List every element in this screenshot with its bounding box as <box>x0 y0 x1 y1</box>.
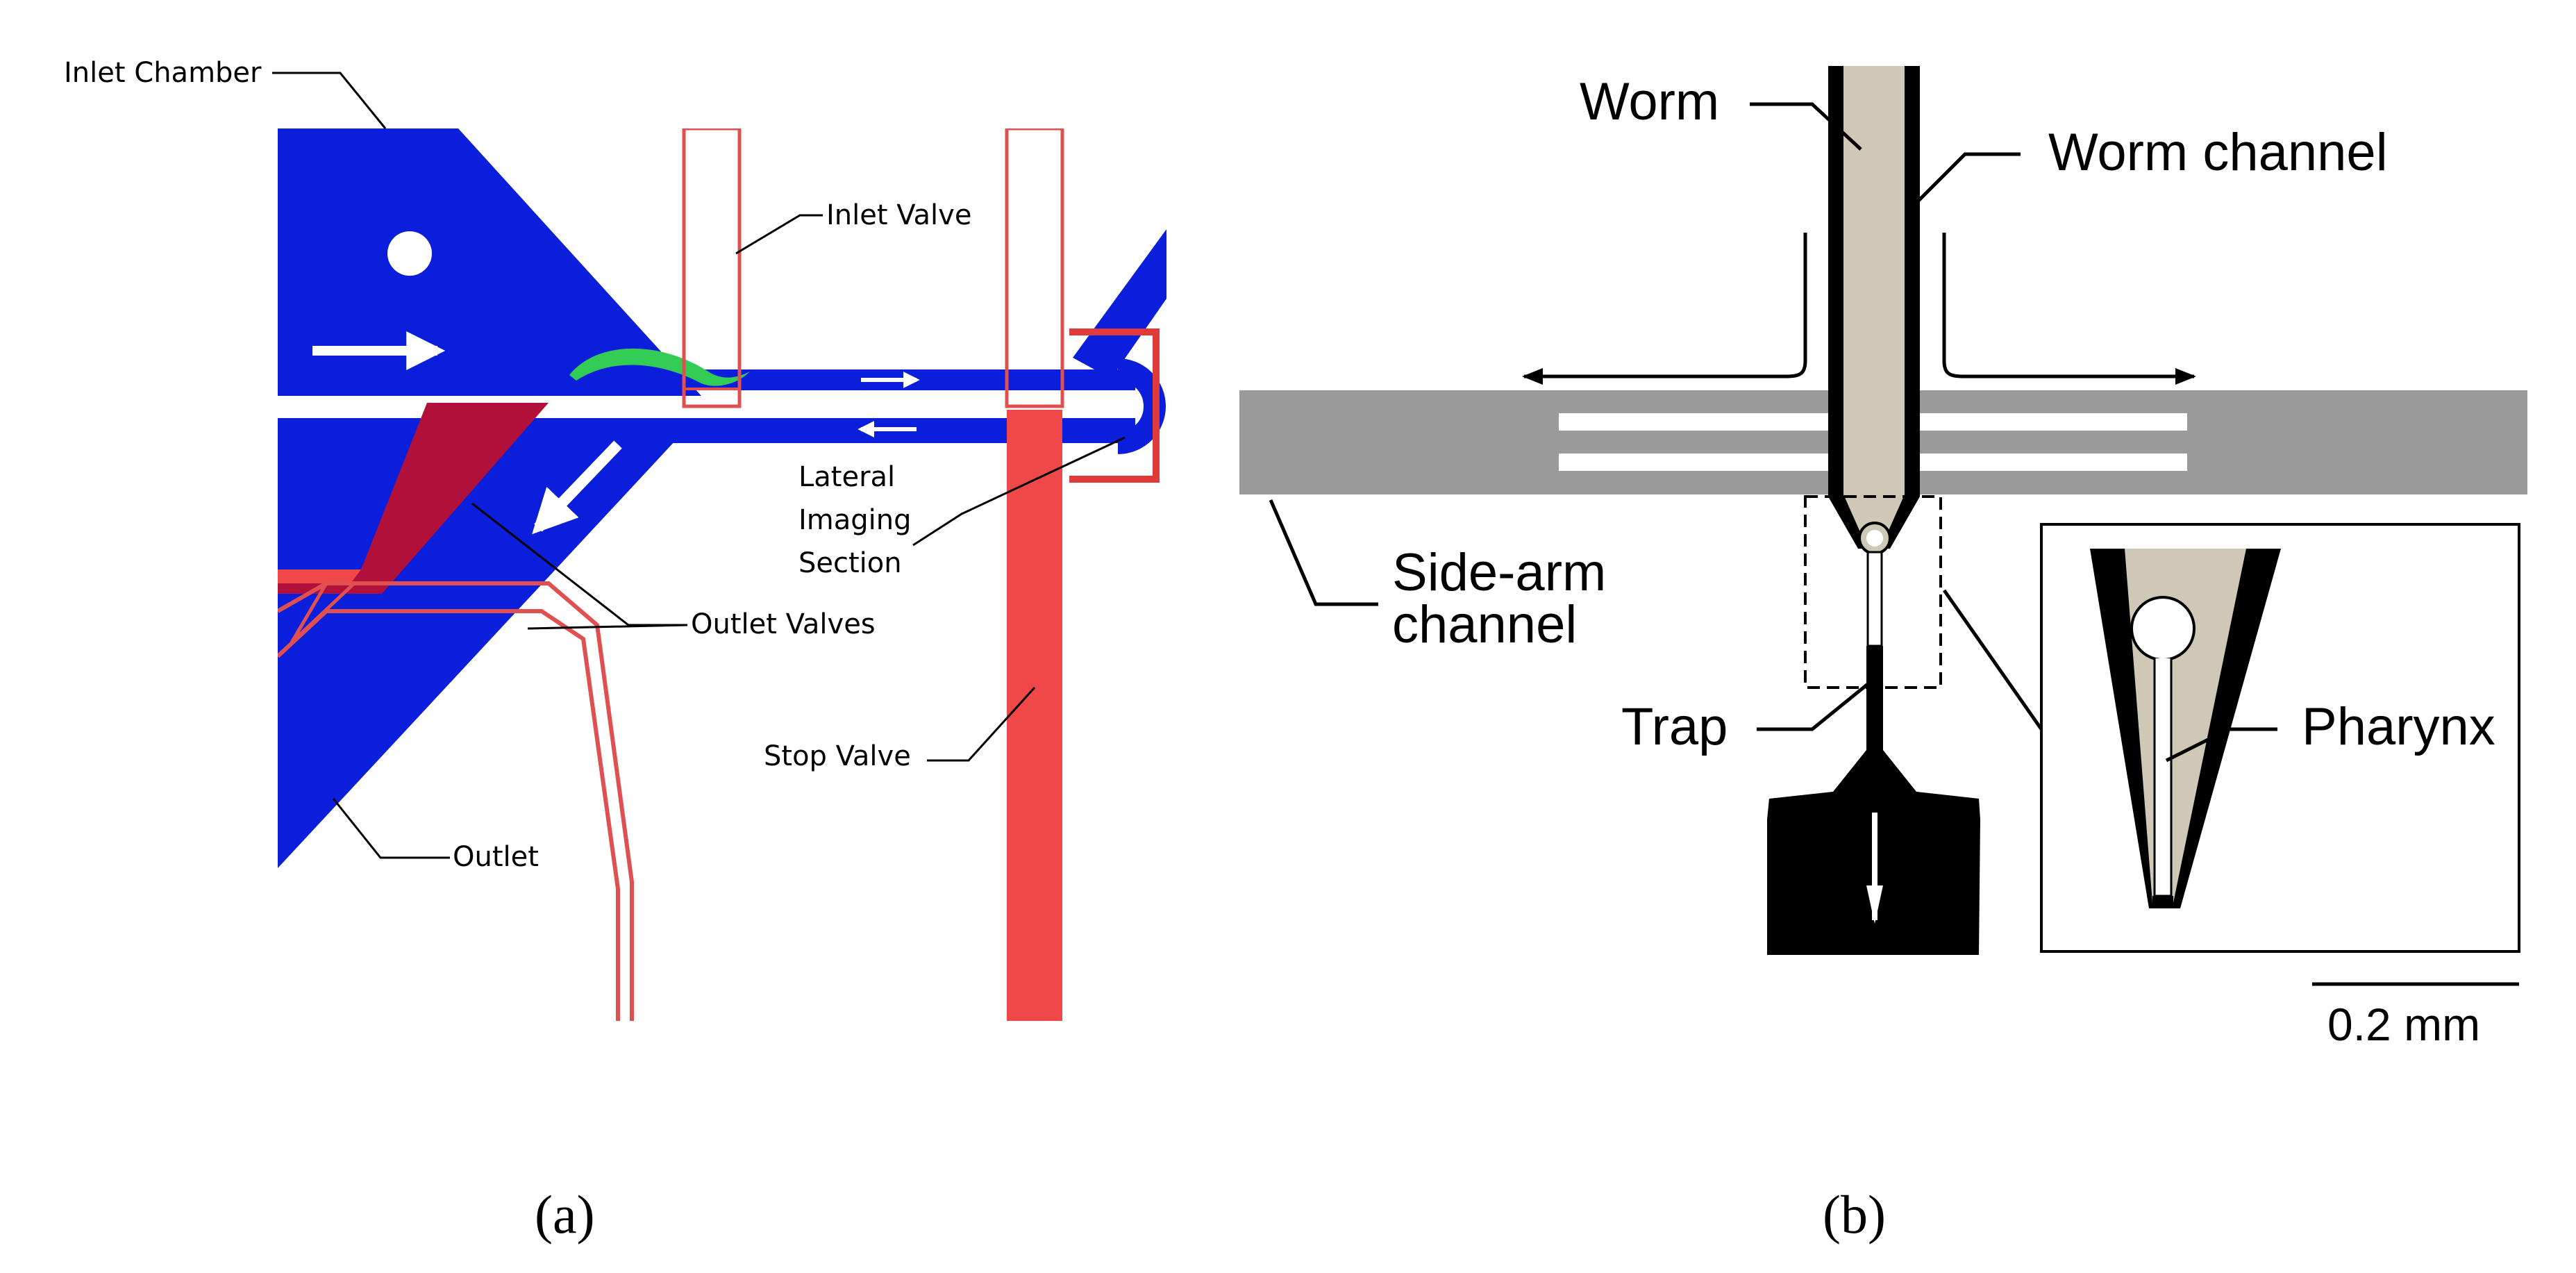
inset-bulb <box>2130 596 2196 661</box>
right-valve <box>1005 128 1064 408</box>
trap-neck <box>1866 551 1883 647</box>
panel-a-diagram: Inlet Chamber Inlet Valve Lateral Imagin… <box>64 57 1166 1245</box>
worm-body <box>1843 66 1905 538</box>
label-stop-valve: Stop Valve <box>764 740 911 772</box>
label-outlet-valves: Outlet Valves <box>691 608 876 640</box>
inlet-valve-tip <box>683 388 741 408</box>
panel-a-tag: (a) <box>535 1184 595 1245</box>
inlet-chamber-region <box>278 128 701 396</box>
inset-wall-right <box>2161 549 2281 908</box>
label-pharynx: Pharynx <box>2302 697 2495 756</box>
flow-arrow-out <box>532 440 622 535</box>
label-worm: Worm <box>1580 72 1719 131</box>
label-inlet-valve: Inlet Valve <box>826 199 971 231</box>
label-lateral-imaging-1: Lateral <box>798 461 895 493</box>
label-outlet: Outlet <box>453 841 539 873</box>
panel-b-tag: (b) <box>1823 1184 1886 1245</box>
outlet-valve-light-band <box>278 569 361 583</box>
label-worm-channel: Worm channel <box>2048 123 2388 182</box>
label-scale: 0.2 mm <box>2327 999 2480 1050</box>
outlet-valve-dark <box>278 403 549 594</box>
lateral-channel-lower <box>278 418 1135 443</box>
side-channel <box>1073 229 1166 378</box>
label-trap: Trap <box>1621 697 1728 756</box>
flow-arrow-right <box>1942 233 2196 385</box>
worm-shape <box>569 348 750 386</box>
label-side-arm-1: Side-arm <box>1392 543 1606 602</box>
outlet-channel <box>278 420 694 868</box>
inlet-hole <box>387 231 432 276</box>
label-inlet-chamber: Inlet Chamber <box>64 57 262 89</box>
trap-flow-arrowhead <box>1866 885 1883 924</box>
outlet-valve-outline-2 <box>290 581 359 644</box>
lateral-channel-uturn <box>1117 358 1166 454</box>
trap-bulb-inner <box>1866 530 1883 547</box>
panel-b-diagram: Worm Worm channel Side-arm channel Trap … <box>1239 66 2527 1245</box>
inset-tip <box>2152 896 2173 907</box>
zoom-box <box>1804 495 1942 689</box>
label-side-arm-2: channel <box>1392 595 1577 654</box>
flow-arrow-left <box>1522 233 1807 385</box>
label-lateral-imaging-2: Imaging <box>798 504 912 536</box>
lateral-imaging-valve <box>1069 328 1160 483</box>
inset-pharynx <box>2153 658 2173 897</box>
stop-valve <box>1007 410 1062 1021</box>
label-lateral-imaging-3: Section <box>798 547 902 579</box>
